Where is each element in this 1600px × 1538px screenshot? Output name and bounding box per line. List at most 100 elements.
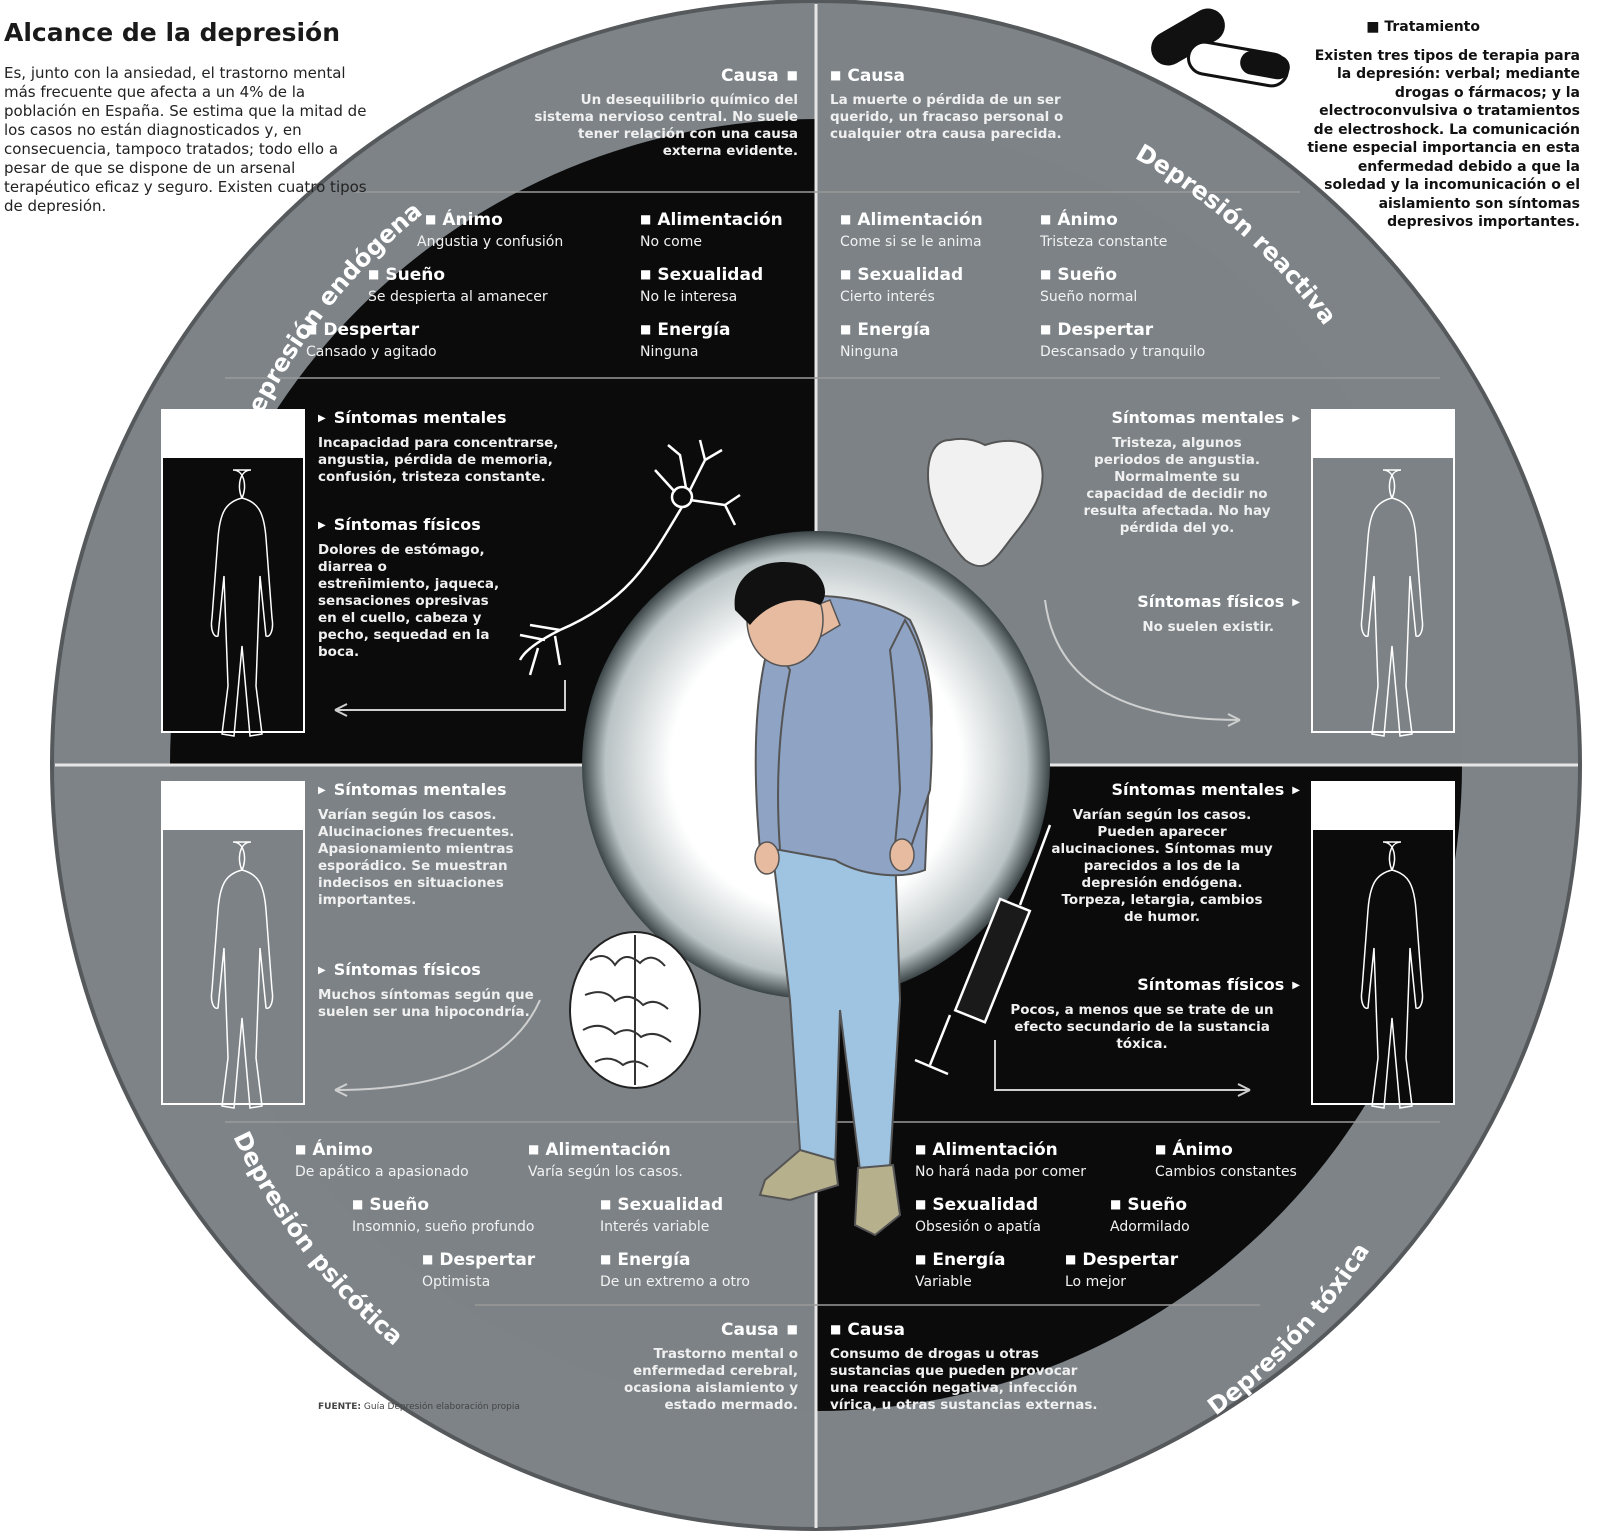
endogena-sueno: Sueño Se despierta al amanecer	[368, 265, 548, 305]
reactiva-energia-value: Ninguna	[840, 344, 899, 360]
psicotica-cause: Causa Trastorno mental o enfermedad cere…	[568, 1320, 798, 1414]
endogena-despertar: Despertar Cansado y agitado	[306, 320, 437, 360]
reactiva-animo: Ánimo Tristeza constante	[1040, 210, 1167, 250]
toxica-fisicos: Síntomas físicos Pocos, a menos que se t…	[1010, 975, 1300, 1053]
endogena-despertar-label: Despertar	[306, 320, 437, 340]
endogena-cause-text: Un desequilibrio químico del sistema ner…	[534, 92, 798, 159]
psicotica-animo-value: De apático a apasionado	[295, 1164, 469, 1180]
reactiva-cause: Causa La muerte o pérdida de un ser quer…	[830, 66, 1110, 143]
toxica-cause-label: Causa	[830, 1320, 1100, 1340]
psicotica-mental-label: Síntomas mentales	[318, 780, 558, 799]
psicotica-mental: Síntomas mentales Varían según los casos…	[318, 780, 558, 909]
toxica-animo-label: Ánimo	[1155, 1140, 1297, 1160]
reactiva-sexualidad: Sexualidad Cierto interés	[840, 265, 963, 305]
endogena-fisicos-text: Dolores de estómago, diarrea o estreñimi…	[318, 542, 500, 660]
psicotica-alimentacion-value: Varía según los casos.	[528, 1164, 683, 1180]
endogena-sueno-value: Se despierta al amanecer	[368, 289, 548, 305]
reactiva-energia-label: Energía	[840, 320, 930, 340]
toxica-energia: Energía Variable	[915, 1250, 1005, 1290]
reactiva-sueno: Sueño Sueño normal	[1040, 265, 1137, 305]
reactiva-fisicos-text: No suelen existir.	[1142, 619, 1274, 635]
endogena-mental: Síntomas mentales Incapacidad para conce…	[318, 408, 608, 486]
reactiva-sueno-label: Sueño	[1040, 265, 1137, 285]
endogena-sexualidad: Sexualidad No le interesa	[640, 265, 763, 305]
endogena-mental-label: Síntomas mentales	[318, 408, 608, 427]
reactiva-alimentacion-value: Come si se le anima	[840, 234, 982, 250]
endogena-alimentacion-label: Alimentación	[640, 210, 782, 230]
treatment-box: ■ Tratamiento Existen tres tipos de tera…	[1305, 18, 1580, 232]
endogena-despertar-value: Cansado y agitado	[306, 344, 437, 360]
psicotica-sueno-value: Insomnio, sueño profundo	[352, 1219, 535, 1235]
reactiva-sexualidad-value: Cierto interés	[840, 289, 935, 305]
toxica-animo-value: Cambios constantes	[1155, 1164, 1297, 1180]
toxica-alimentacion-value: No hará nada por comer	[915, 1164, 1087, 1180]
toxica-alimentacion-label: Alimentación	[915, 1140, 1086, 1160]
reactiva-fisicos-label: Síntomas físicos	[1080, 592, 1300, 611]
toxica-despertar-label: Despertar	[1065, 1250, 1178, 1270]
toxica-sueno-value: Adormilado	[1110, 1219, 1190, 1235]
flow-arrows	[334, 599, 1251, 1097]
toxica-sueno: Sueño Adormilado	[1110, 1195, 1190, 1235]
source-credit: FUENTE: Guía Depresión elaboración propi…	[318, 1402, 520, 1413]
psicotica-energia-value: De un extremo a otro	[600, 1274, 750, 1290]
toxica-sexualidad: Sexualidad Obsesión o apatía	[915, 1195, 1041, 1235]
treatment-bullet-icon: ■	[1366, 19, 1385, 35]
psicotica-alimentacion-label: Alimentación	[528, 1140, 683, 1160]
source-label: FUENTE:	[318, 1402, 362, 1412]
endogena-cause: Causa Un desequilibrio químico del siste…	[528, 66, 798, 160]
toxica-animo: Ánimo Cambios constantes	[1155, 1140, 1297, 1180]
psicotica-fisicos-text: Muchos síntomas según que suelen ser una…	[318, 987, 534, 1020]
toxica-cause: Causa Consumo de drogas u otras sustanci…	[830, 1320, 1100, 1414]
tooth-icon	[927, 437, 1044, 567]
syringe-icon	[914, 824, 1052, 1076]
psicotica-cause-label: Causa	[568, 1320, 798, 1340]
reactiva-sexualidad-label: Sexualidad	[840, 265, 963, 285]
toxica-mental-text: Varían según los casos. Pueden aparecer …	[1051, 807, 1273, 925]
endogena-energia: Energía Ninguna	[640, 320, 730, 360]
endogena-animo-value: Angustia y confusión	[417, 234, 564, 250]
source-text: Guía Depresión elaboración propia	[363, 1402, 520, 1412]
toxica-mental-label: Síntomas mentales	[1050, 780, 1300, 799]
toxica-sueno-label: Sueño	[1110, 1195, 1190, 1215]
toxica-despertar: Despertar Lo mejor	[1065, 1250, 1178, 1290]
reactiva-cause-text: La muerte o pérdida de un ser querido, u…	[830, 92, 1064, 142]
reactiva-alimentacion-label: Alimentación	[840, 210, 982, 230]
reactiva-sueno-value: Sueño normal	[1040, 289, 1138, 305]
psicotica-cause-text: Trastorno mental o enfermedad cerebral, …	[624, 1346, 798, 1413]
psicotica-despertar-value: Optimista	[422, 1274, 491, 1290]
toxica-mental: Síntomas mentales Varían según los casos…	[1050, 780, 1300, 926]
reactiva-mental-label: Síntomas mentales	[1080, 408, 1300, 427]
psicotica-animo-label: Ánimo	[295, 1140, 469, 1160]
treatment-heading: ■ Tratamiento	[1366, 19, 1480, 35]
reactiva-animo-label: Ánimo	[1040, 210, 1167, 230]
psicotica-sueno: Sueño Insomnio, sueño profundo	[352, 1195, 534, 1235]
toxica-fisicos-text: Pocos, a menos que se trate de un efecto…	[1010, 1002, 1274, 1052]
depressed-man-illustration	[734, 562, 933, 1237]
endogena-alimentacion-value: No come	[640, 234, 703, 250]
body-panel-reactiva	[1311, 409, 1455, 737]
endogena-fisicos-label: Síntomas físicos	[318, 515, 503, 534]
endogena-energia-label: Energía	[640, 320, 730, 340]
psicotica-energia: Energía De un extremo a otro	[600, 1250, 750, 1290]
psicotica-despertar-label: Despertar	[422, 1250, 535, 1270]
endogena-cause-label: Causa	[528, 66, 798, 86]
neuron-icon	[518, 439, 741, 676]
endogena-mental-text: Incapacidad para concentrarse, angustia,…	[318, 435, 559, 485]
reactiva-mental: Síntomas mentales Tristeza, algunos peri…	[1080, 408, 1300, 537]
toxica-sexualidad-label: Sexualidad	[915, 1195, 1041, 1215]
page-title: Alcance de la depresión	[4, 18, 341, 47]
psicotica-sexualidad-label: Sexualidad	[600, 1195, 723, 1215]
psicotica-fisicos: Síntomas físicos Muchos síntomas según q…	[318, 960, 548, 1021]
intro-paragraph: Es, junto con la ansiedad, el trastorno …	[4, 64, 367, 215]
reactiva-energia: Energía Ninguna	[840, 320, 930, 360]
toxica-sexualidad-value: Obsesión o apatía	[915, 1219, 1041, 1235]
body-panel-endogena	[161, 409, 305, 737]
psicotica-animo: Ánimo De apático a apasionado	[295, 1140, 469, 1180]
endogena-sueno-label: Sueño	[368, 265, 548, 285]
reactiva-mental-text: Tristeza, algunos periodos de angustia. …	[1083, 435, 1271, 536]
reactiva-alimentacion: Alimentación Come si se le anima	[840, 210, 983, 250]
reactiva-despertar-value: Descansado y tranquilo	[1040, 344, 1206, 360]
endogena-alimentacion: Alimentación No come	[640, 210, 783, 250]
endogena-animo-label: Ánimo	[425, 210, 563, 230]
endogena-sexualidad-value: No le interesa	[640, 289, 738, 305]
